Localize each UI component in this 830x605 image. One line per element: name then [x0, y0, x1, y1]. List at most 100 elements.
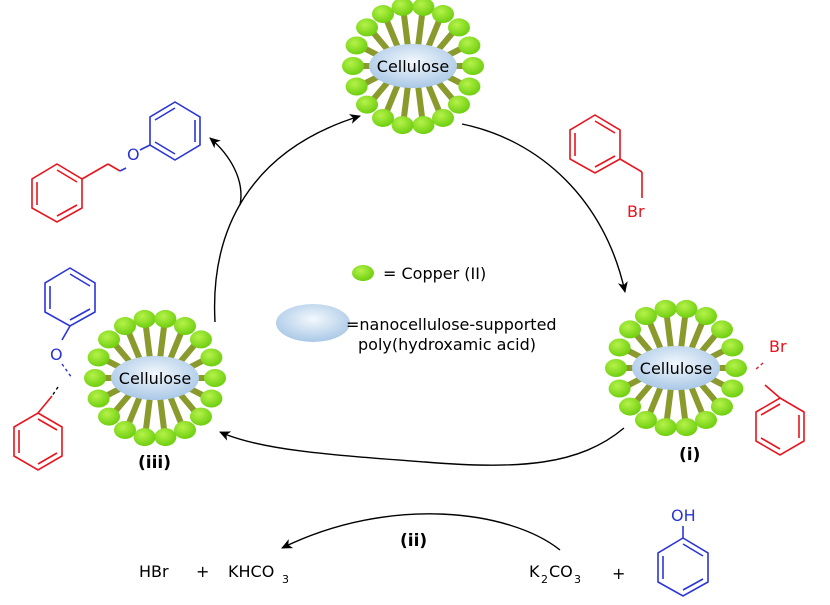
- complex-i-ring: [755, 397, 805, 456]
- byproduct-hbr: HBr: [139, 562, 169, 581]
- byproduct-khco-sub: 3: [282, 573, 289, 586]
- catalyst-iii-spoke: [157, 398, 168, 430]
- catalyst-iii-copper-dot: [154, 309, 177, 328]
- catalyst-top-spoke: [415, 86, 426, 118]
- catalyst-iii-spoke: [126, 395, 143, 425]
- catalyst-iii-spoke: [167, 395, 184, 425]
- base-k: K: [529, 562, 540, 581]
- phenol-ring: [657, 537, 709, 597]
- cycle-arrows: [209, 114, 628, 551]
- byproducts: HBr + KHCO 3: [139, 562, 289, 586]
- legend-cellulose-ellipse: [276, 304, 350, 342]
- catalyst-iii-spoke: [167, 331, 184, 361]
- catalyst-i-copper-dot: [675, 418, 698, 437]
- catalyst-iii-copper-dot: [98, 330, 121, 349]
- catalyst-iii-label: Cellulose: [119, 369, 191, 388]
- bromide-ring: [569, 114, 621, 174]
- catalyst-iii-copper-dot: [174, 420, 196, 439]
- step-label-ii: (ii): [400, 531, 427, 551]
- complex-iii-phenyl-ring: [44, 267, 96, 327]
- catalyst-i-spoke: [678, 316, 689, 348]
- catalyst-iii-copper-dot: [174, 317, 196, 336]
- bromide-atom: Br: [627, 202, 645, 221]
- catalyst-i-copper-dot: [725, 359, 747, 377]
- catalyst-i-copper-dot: [619, 397, 642, 416]
- step-label-i: (i): [679, 445, 700, 465]
- catalyst-i-copper-dot: [721, 338, 744, 357]
- catalyst-i-copper-dot: [635, 307, 657, 326]
- catalyst-iii-copper-dot: [200, 348, 223, 367]
- catalyst-top-copper-dot: [412, 116, 435, 135]
- catalyst-top-copper-dot: [447, 18, 470, 37]
- catalyst-top-copper-dot: [372, 108, 394, 127]
- reagent-benzyl-bromide: Br: [569, 114, 645, 221]
- complex-iii-substrate: O: [13, 267, 96, 471]
- complex-iii-o: O: [50, 345, 63, 364]
- catalyst-iii-spoke: [126, 331, 143, 361]
- catalyst-iii-copper-dot: [114, 420, 136, 439]
- step-label-iii: (iii): [138, 453, 171, 473]
- catalyst-i-copper-dot: [654, 418, 677, 437]
- complex-iii-benzyl-ring: [13, 412, 63, 471]
- catalyst-iii-copper-dot: [84, 369, 106, 387]
- catalyst-top-spoke: [425, 19, 442, 49]
- base-co: CO: [549, 562, 573, 581]
- catalyst-top-copper-dot: [391, 116, 414, 135]
- catalyst-i-spoke: [688, 321, 705, 351]
- catalyst-top-copper-dot: [458, 36, 481, 55]
- byproduct-khco: KHCO: [228, 562, 274, 581]
- catalyst-iii-cellulose-core: [111, 356, 199, 400]
- catalyst-i-copper-dot: [654, 299, 677, 318]
- catalyst-top-copper-dot: [432, 108, 454, 127]
- product-phenyl-ring: [149, 101, 201, 161]
- product-benzyl-ring: [31, 163, 83, 223]
- product-benzyl-phenyl-ether: O: [31, 101, 201, 223]
- catalyst-top-copper-dot: [342, 57, 364, 75]
- catalyst-top-spoke: [425, 83, 442, 113]
- catalyst-top-cellulose-core: [369, 44, 457, 88]
- catalyst-i-copper-dot: [608, 338, 631, 357]
- catalyst-i-spoke: [678, 388, 689, 420]
- legend-support-line1: =nanocellulose-supported: [346, 315, 557, 334]
- catalyst-iii-copper-dot: [154, 428, 177, 447]
- catalyst-top-copper-dot: [447, 95, 470, 114]
- catalyst-i-copper-dot: [710, 397, 733, 416]
- base-sub3: 3: [574, 573, 581, 586]
- catalyst-top-copper-dot: [345, 36, 368, 55]
- catalyst-top-copper-dot: [356, 18, 379, 37]
- catalyst-i-spoke: [688, 385, 705, 415]
- catalyst-top-copper-dot: [391, 0, 414, 16]
- catalyst-i-spoke: [663, 316, 674, 348]
- catalyst-i-spoke: [663, 388, 674, 420]
- catalyst-i-copper-dot: [695, 307, 717, 326]
- arc-step-ii: [281, 513, 561, 551]
- catalyst-i-copper-dot: [619, 320, 642, 339]
- catalyst-i-copper-dot: [608, 379, 631, 398]
- catalyst-iii-copper-dot: [133, 309, 156, 328]
- catalyst-i-copper-dot: [635, 410, 657, 429]
- catalyst-iii-copper-dot: [189, 330, 212, 349]
- catalyst-iii-copper-dot: [87, 348, 110, 367]
- catalyst-iii-copper-dot: [87, 389, 110, 408]
- catalyst-iii-spoke: [142, 326, 153, 358]
- catalyst-top-copper-dot: [372, 5, 394, 24]
- complex-i-br: Br: [769, 337, 787, 356]
- catalyst-top-copper-dot: [345, 77, 368, 96]
- base-plus: +: [612, 564, 625, 583]
- catalyst-i-copper-dot: [721, 379, 744, 398]
- catalyst-iii-spoke: [142, 398, 153, 430]
- base-k2co3: K 2 CO 3 +: [529, 562, 625, 586]
- catalyst-top: Cellulose: [342, 0, 484, 135]
- product-ether-oxygen: O: [127, 145, 140, 164]
- catalyst-iii: Cellulose: [84, 309, 226, 447]
- catalyst-iii-spoke: [157, 326, 168, 358]
- catalyst-top-spoke: [384, 19, 401, 49]
- catalyst-i-copper-dot: [605, 359, 627, 377]
- catalyst-top-spoke: [415, 14, 426, 46]
- legend-copper-label: = Copper (II): [383, 264, 486, 283]
- catalyst-top-copper-dot: [356, 95, 379, 114]
- catalyst-i-copper-dot: [695, 410, 717, 429]
- legend-copper-dot: [352, 265, 374, 281]
